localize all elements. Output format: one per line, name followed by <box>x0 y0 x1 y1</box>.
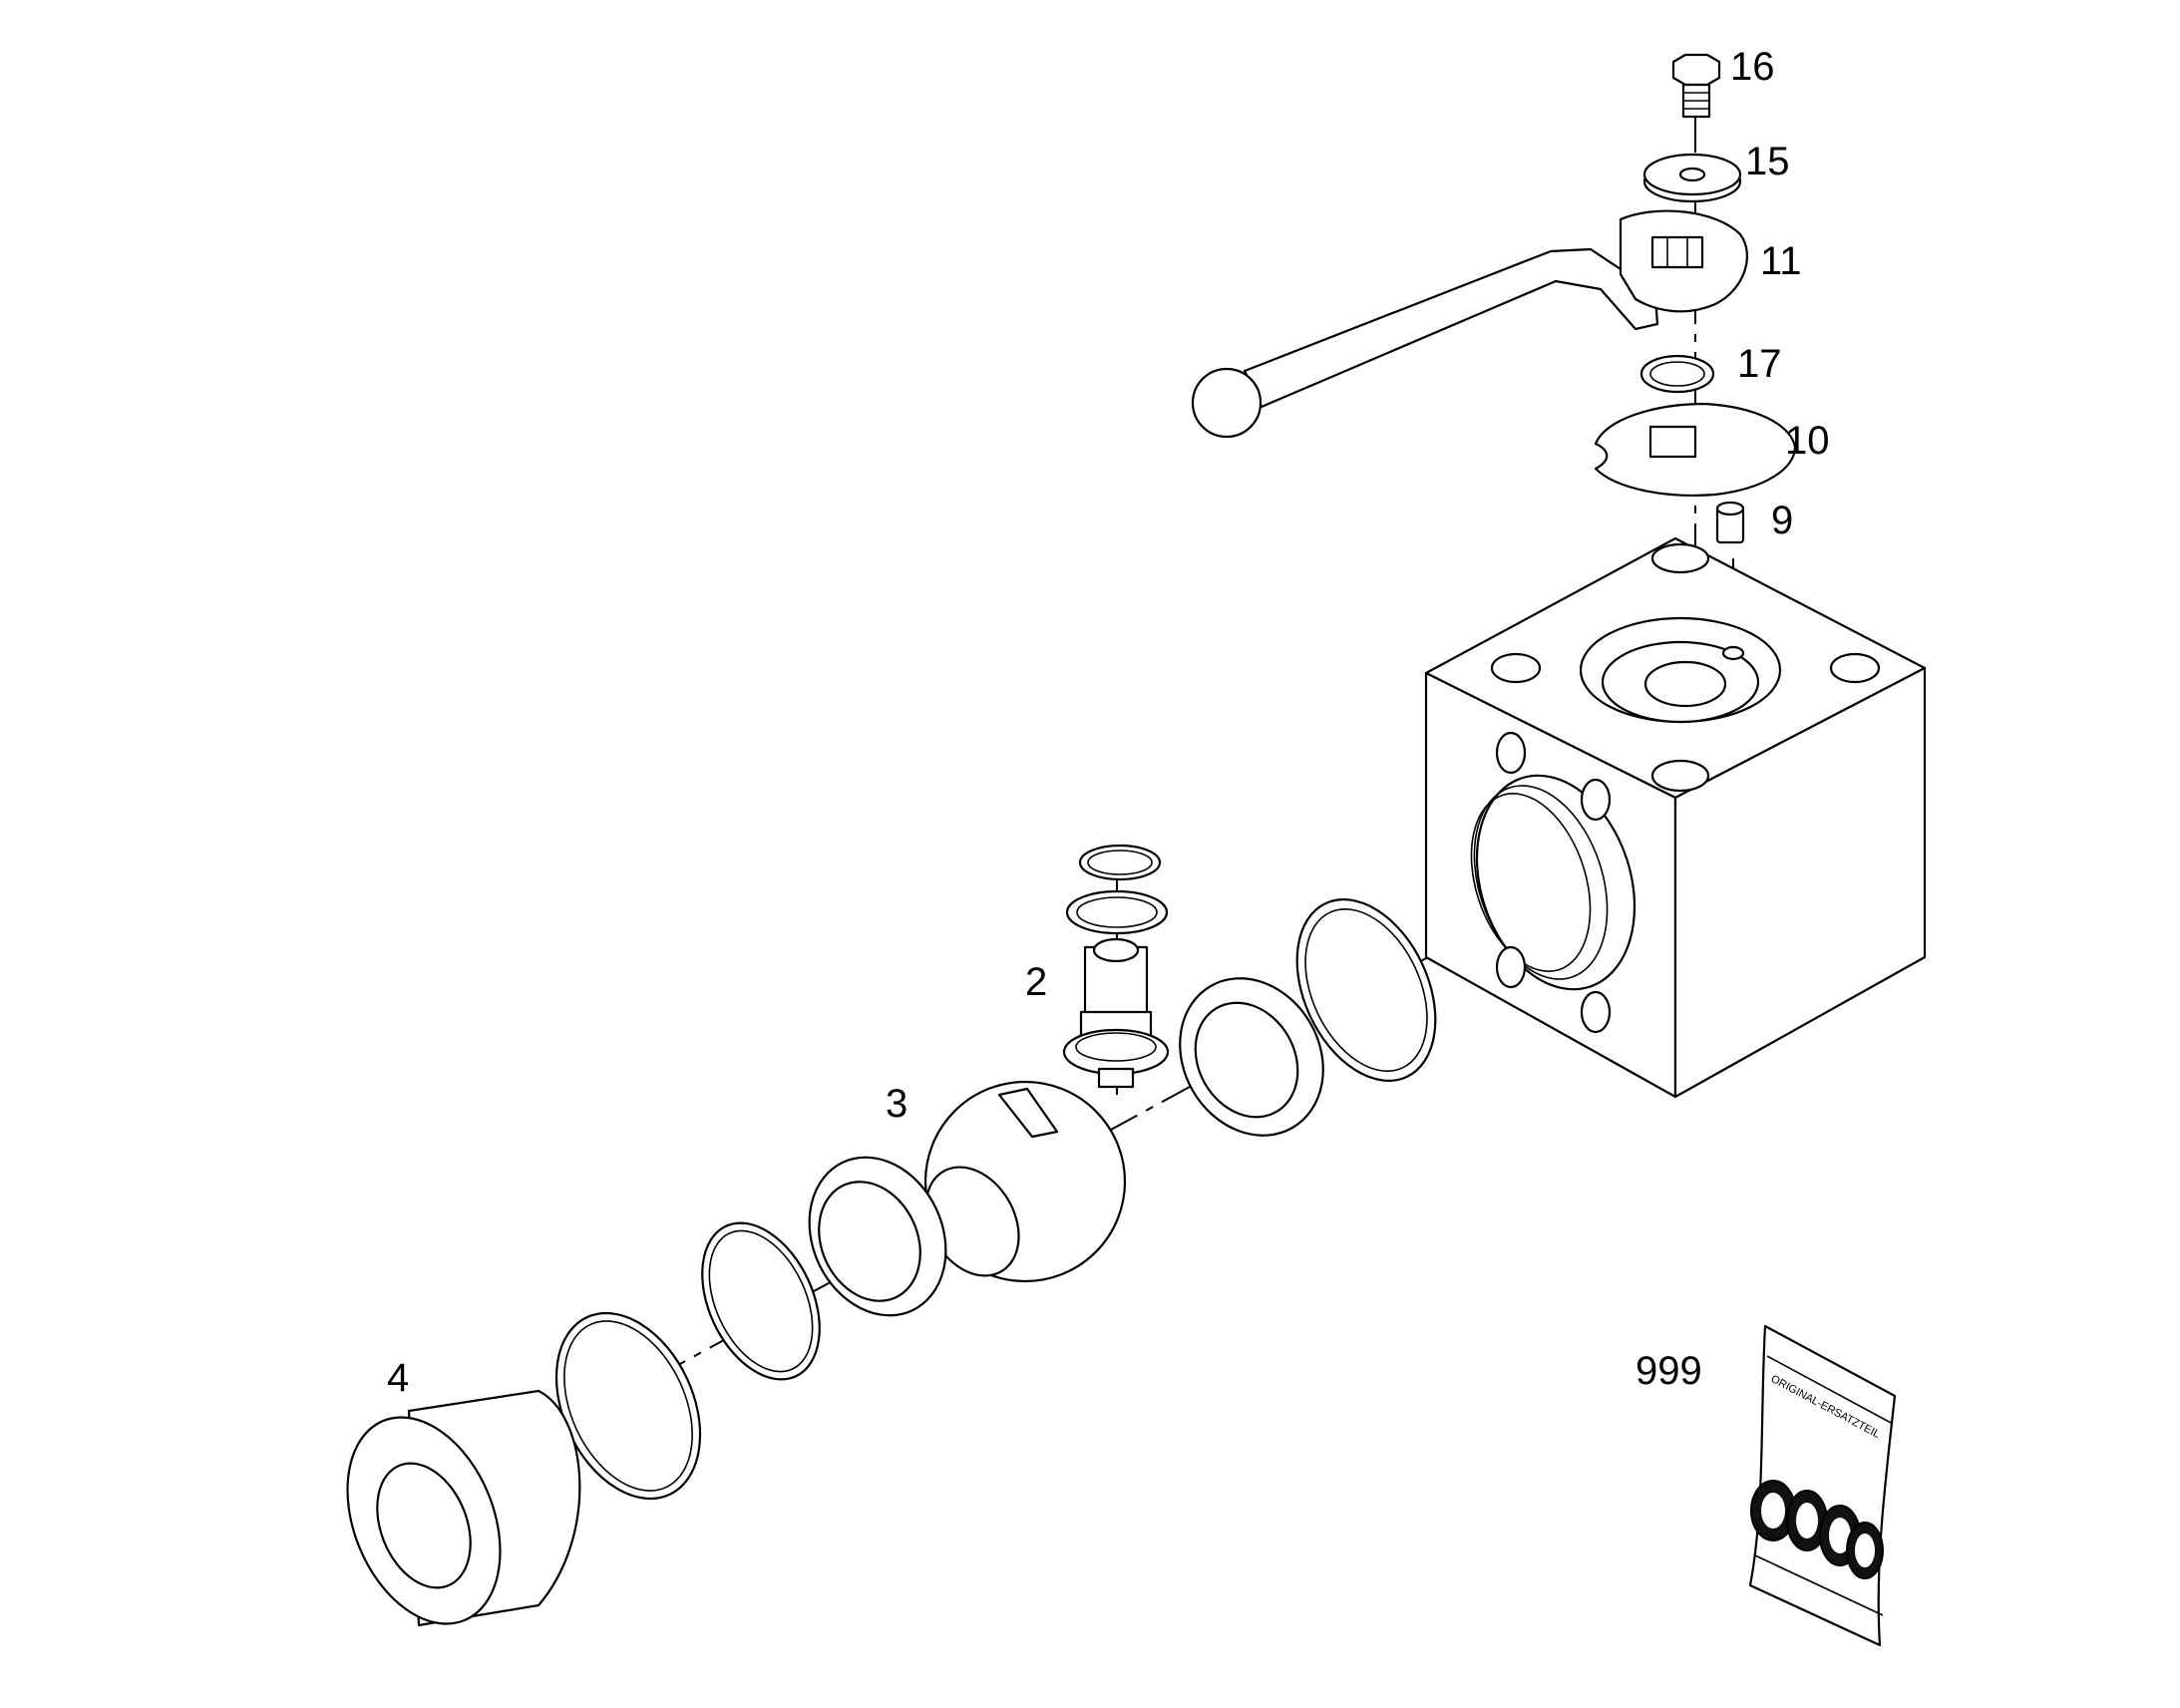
stem-assembly <box>1062 844 1170 1089</box>
o-ring-body-inner <box>1304 907 1428 1073</box>
o-ring-body <box>1295 898 1437 1082</box>
seat-ring-right <box>1179 977 1324 1137</box>
bolt <box>1671 53 1721 119</box>
seat-ring-left <box>808 1156 947 1317</box>
stop-plate <box>1594 402 1797 497</box>
washer <box>1642 153 1742 203</box>
end-cap <box>346 1389 581 1627</box>
valve-body <box>1424 536 1927 1099</box>
snap-ring <box>1639 354 1715 394</box>
handle-lever <box>1191 209 1748 439</box>
label-10: 10 <box>1785 419 1830 463</box>
label-999: 999 <box>1635 1349 1702 1393</box>
label-16: 16 <box>1730 45 1775 89</box>
label-4: 4 <box>387 1356 409 1400</box>
o-ring-left-1-inner <box>708 1229 814 1373</box>
label-3: 3 <box>886 1082 908 1126</box>
label-2: 2 <box>1025 960 1047 1004</box>
ball <box>923 1080 1127 1283</box>
o-ring-left-2-inner <box>563 1320 693 1492</box>
label-11: 11 <box>1760 239 1802 283</box>
label-15: 15 <box>1745 140 1790 183</box>
seal-kit-bag: ORIGINAL-ERSATZTEIL <box>1748 1324 1897 1647</box>
label-17: 17 <box>1737 342 1782 386</box>
pin <box>1715 501 1745 544</box>
bag-o-rings <box>1750 1480 1884 1579</box>
label-9: 9 <box>1771 499 1793 542</box>
